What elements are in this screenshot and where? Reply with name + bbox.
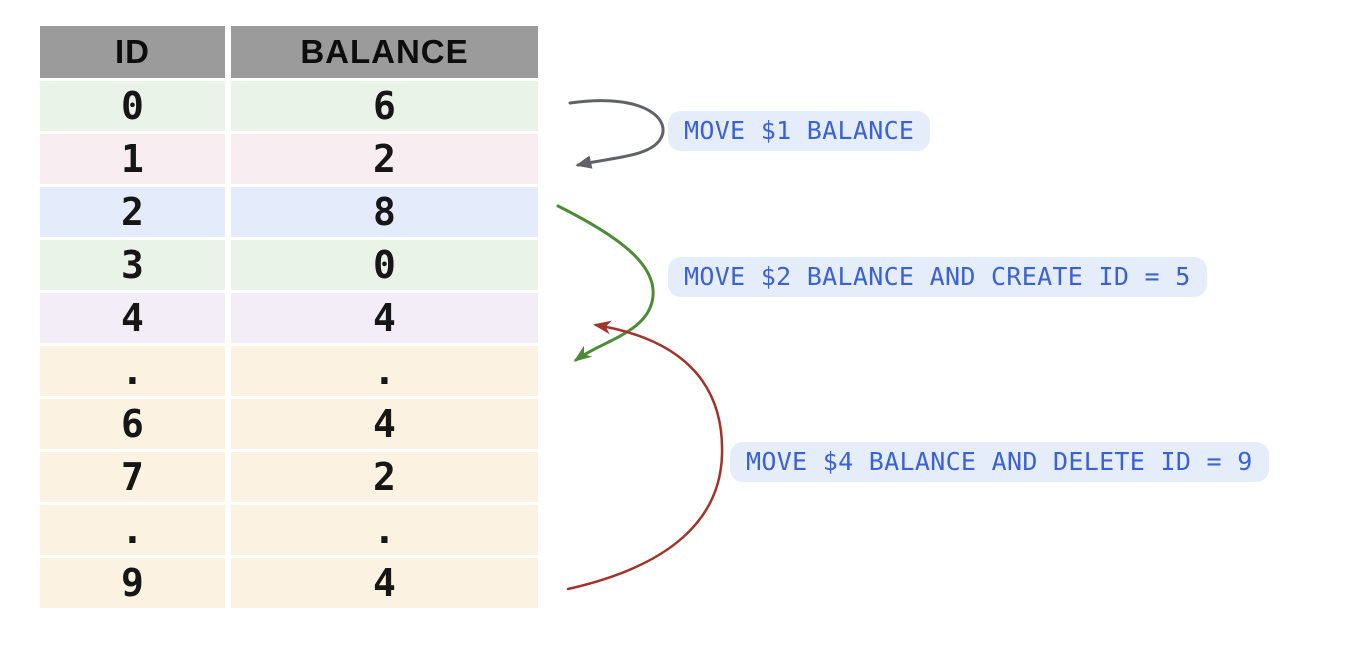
balance-cell: 2 [231,452,538,502]
annotation-move-2-create-id-5: MOVE $2 BALANCE AND CREATE ID = 5 [668,257,1207,297]
balance-cell: 4 [231,558,538,608]
id-cell: 4 [40,293,225,343]
id-cell: 0 [40,81,225,131]
balance-cell: 2 [231,134,538,184]
move-4-balance-arrow [566,320,724,591]
id-cell: 3 [40,240,225,290]
annotation-move-4-delete-id-9: MOVE $4 BALANCE AND DELETE ID = 9 [730,442,1269,482]
balance-cell: 6 [231,81,538,131]
balance-cell: 4 [231,293,538,343]
id-cell: . [40,505,225,555]
id-cell: 1 [40,134,225,184]
id-cell: 9 [40,558,225,608]
id-cell: 2 [40,187,225,237]
balance-cell: . [231,346,538,396]
column-header-id: ID [40,26,225,78]
id-cell: . [40,346,225,396]
balance-cell: . [231,505,538,555]
balance-cell: 0 [231,240,538,290]
id-cell: 6 [40,399,225,449]
column-header-balance: BALANCE [231,26,538,78]
move-1-balance-arrow [568,99,665,169]
balance-cell: 4 [231,399,538,449]
annotation-move-1-balance: MOVE $1 BALANCE [668,111,931,151]
id-cell: 7 [40,452,225,502]
balance-cell: 8 [231,187,538,237]
move-2-balance-arrow [556,204,655,362]
